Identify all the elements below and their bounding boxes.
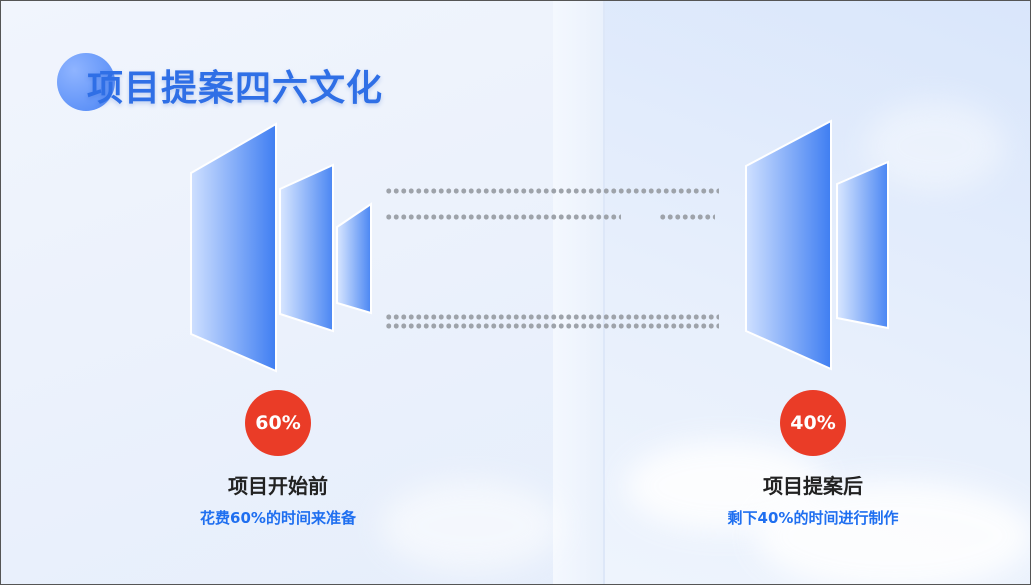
- cloud-decoration: [755, 481, 1030, 584]
- dotted-line: [659, 214, 715, 220]
- dotted-line: [385, 323, 719, 329]
- divider-strip: [553, 1, 603, 584]
- right-panel-background: [603, 1, 1030, 584]
- dotted-line: [385, 214, 621, 220]
- left-trapezoid-large: [190, 122, 277, 373]
- title-circle-decoration: [57, 53, 115, 111]
- right-percent-badge: 40%: [780, 390, 846, 456]
- dotted-line: [385, 188, 719, 194]
- right-subtext: 剩下40%的时间进行制作: [727, 509, 899, 527]
- right-label: 项目提案后: [763, 474, 863, 498]
- left-trapezoid-medium: [279, 163, 334, 333]
- right-trapezoid-large: [745, 119, 832, 371]
- left-subtext: 花费60%的时间来准备: [200, 509, 356, 527]
- left-trapezoid-small: [336, 202, 372, 315]
- cloud-decoration: [381, 481, 561, 571]
- left-percent-badge: 60%: [245, 390, 311, 456]
- right-trapezoid-medium: [836, 160, 889, 330]
- dotted-line: [385, 314, 719, 320]
- page-title: 项目提案四六文化: [87, 68, 384, 109]
- left-label: 项目开始前: [228, 474, 328, 498]
